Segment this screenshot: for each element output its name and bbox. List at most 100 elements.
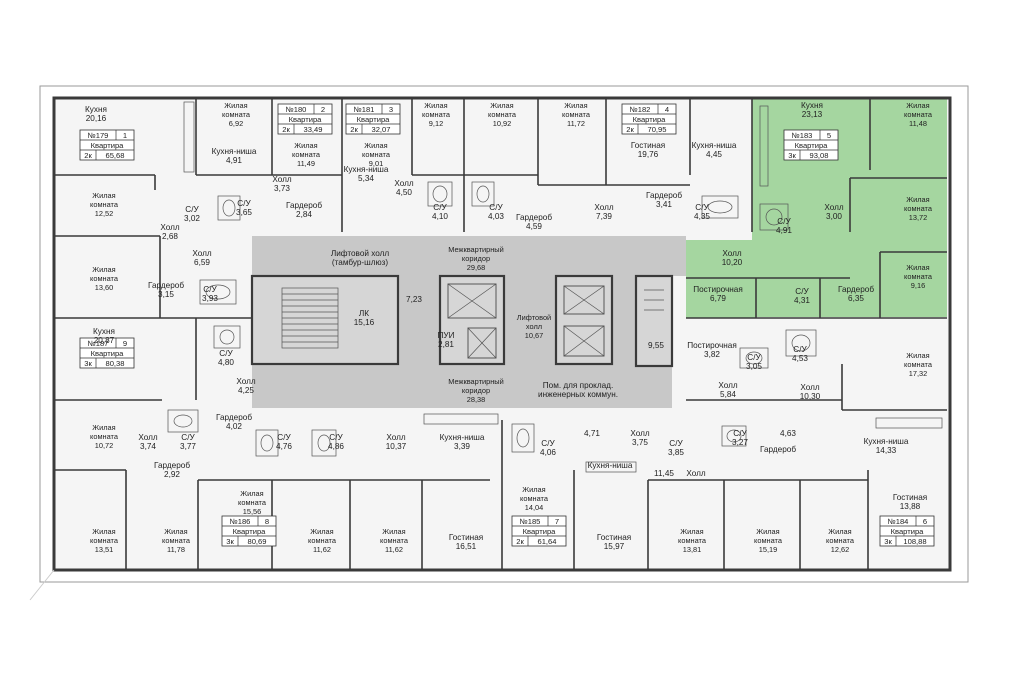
room-name: Холл (722, 249, 742, 258)
room-name: Жилая (906, 101, 929, 110)
room-area: 5,34 (358, 174, 374, 183)
room-area: 6,35 (848, 294, 864, 303)
room-name: С/У (489, 203, 503, 212)
room-area: 3,93 (202, 294, 218, 303)
room-label: 7,23 (406, 295, 422, 304)
room-name: Кухня-ниша (344, 165, 389, 174)
room-area: 14,33 (876, 446, 897, 455)
room-name: Холл (718, 381, 738, 390)
room-area: 16,51 (456, 542, 477, 551)
room-name: коридор (462, 386, 490, 395)
room-name: Жилая (92, 423, 115, 432)
room-area: 2,84 (296, 210, 312, 219)
room-name: С/У (277, 433, 291, 442)
apartment-number: №181 (354, 105, 375, 114)
apartment-floor-count: 1 (123, 131, 127, 140)
room-name: Жилая (164, 527, 187, 536)
room-area: 13,88 (900, 502, 921, 511)
room-name: Холл (686, 469, 706, 478)
room-area: 4,25 (238, 386, 254, 395)
room-area: 11,62 (313, 545, 331, 554)
room-name: Жилая (490, 101, 513, 110)
room-area: 12,62 (831, 545, 850, 554)
room-name: Жилая (92, 191, 115, 200)
room-name: Холл (394, 179, 414, 188)
room-name: комната (678, 536, 707, 545)
room-area: 20,87 (94, 336, 115, 345)
room-label: С/У3,65 (236, 199, 252, 217)
room-name: Холл (824, 203, 844, 212)
room-area: 3,82 (704, 350, 720, 359)
room-label: Пом. для проклад.инженерных коммун. (538, 381, 618, 399)
room-name: Холл (272, 175, 292, 184)
room-area: 4,35 (694, 212, 710, 221)
room-area: 4,86 (328, 442, 344, 451)
room-name: Постирочная (693, 285, 743, 294)
room-name: комната (562, 110, 591, 119)
room-area: 9,55 (648, 341, 664, 350)
room-name: комната (826, 536, 855, 545)
room-label: С/У4,91 (776, 217, 792, 235)
apartment-type-label: Квартира (357, 115, 391, 124)
apartment-area: 93,08 (809, 151, 828, 160)
room-name: комната (90, 200, 119, 209)
apartment-type-label: Квартира (91, 141, 125, 150)
room-label: С/У4,53 (792, 345, 808, 363)
room-area: 4,45 (706, 150, 722, 159)
room-name: коридор (462, 254, 490, 263)
room-name: Жилая (522, 485, 545, 494)
room-name: С/У (541, 439, 555, 448)
room-name: С/У (185, 205, 199, 214)
room-name: Жилая (828, 527, 851, 536)
room-area: 4,80 (218, 358, 234, 367)
room-area: 13,60 (95, 283, 114, 292)
apartment-number: №187 (88, 339, 109, 348)
apartment-floor-count: 7 (555, 517, 559, 526)
room-name: Жилая (382, 527, 405, 536)
room-name: Межквартирный (448, 245, 504, 254)
frame-accent (29, 569, 55, 601)
room-name: комната (238, 498, 267, 507)
apartment-area: 61,64 (537, 537, 556, 546)
room-area: 19,76 (638, 150, 659, 159)
room-area: 10,92 (493, 119, 512, 128)
room-area: 11,48 (909, 119, 927, 128)
room-area: 3,41 (656, 200, 672, 209)
room-name: С/У (203, 285, 217, 294)
room-label: С/У4,06 (540, 439, 556, 457)
room-name: комната (520, 494, 549, 503)
room-name: комната (90, 432, 119, 441)
apartment-rooms: 2к (282, 125, 290, 134)
room-name: Гостиная (893, 493, 927, 502)
room-area: 15,16 (354, 318, 375, 327)
room-area: 6,79 (710, 294, 726, 303)
room-name: Кухня (93, 327, 115, 336)
room-name: Жилая (364, 141, 387, 150)
room-name: Жилая (92, 265, 115, 274)
room-area: 3,85 (668, 448, 684, 457)
